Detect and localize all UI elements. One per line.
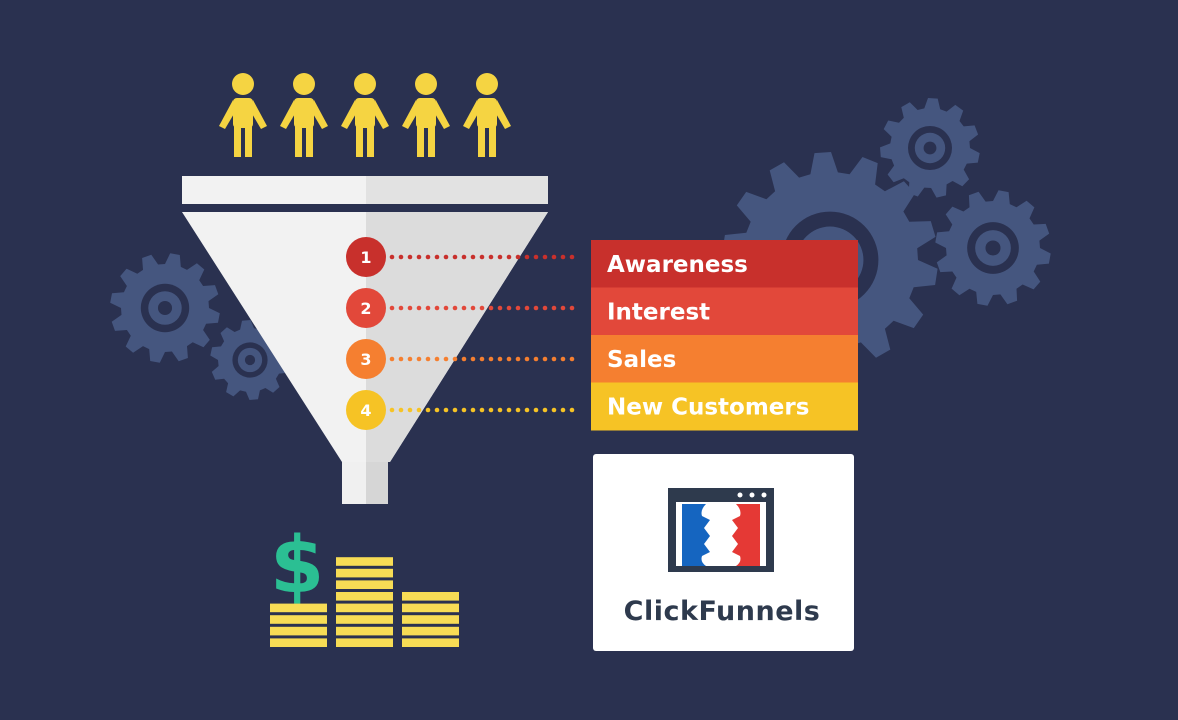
person-icon	[280, 73, 328, 157]
stage-label-bar	[591, 240, 858, 288]
stage-1: Awareness 1	[346, 237, 858, 288]
stage-4: New Customers 4	[346, 382, 858, 431]
person-icon	[219, 73, 267, 157]
coin	[336, 615, 393, 624]
funnel	[182, 176, 548, 504]
stage-number-badge	[346, 339, 386, 379]
stage-label-bar	[591, 382, 858, 431]
clickfunnels-logo-icon	[668, 488, 774, 572]
stage-number-badge	[346, 237, 386, 277]
dollar-icon: $	[270, 521, 324, 611]
coin-stack	[336, 557, 393, 647]
clickfunnels-card: ClickFunnels	[593, 454, 854, 651]
person-icon	[402, 73, 450, 157]
coin	[336, 592, 393, 601]
stage-number-badge	[346, 390, 386, 430]
gear-icon	[880, 98, 980, 198]
funnel-rim-shade	[366, 176, 548, 204]
coin	[402, 638, 459, 647]
coin	[270, 626, 327, 636]
coin	[336, 557, 393, 566]
stage-label: Sales	[607, 347, 676, 373]
coin	[270, 603, 327, 613]
coin	[336, 626, 393, 636]
stage-2: Interest 2	[346, 287, 858, 336]
gear-icon	[210, 320, 290, 400]
person-icon	[341, 73, 389, 157]
coin	[336, 568, 393, 578]
stage-number: 1	[360, 248, 371, 267]
coin-stacks	[270, 557, 459, 647]
coin	[402, 626, 459, 636]
funnel-body-shade	[366, 212, 548, 462]
coin	[336, 580, 393, 589]
stage-number: 3	[360, 350, 371, 369]
coin	[336, 638, 393, 647]
funnel-spout-shade	[366, 462, 388, 504]
coin	[402, 603, 459, 613]
stage-label-bar	[591, 287, 858, 336]
stage-number: 4	[360, 401, 371, 420]
gear-icon	[935, 190, 1051, 306]
coin	[336, 603, 393, 613]
stage-3: Sales 3	[346, 335, 858, 383]
person-icon	[463, 73, 511, 157]
stage-label: New Customers	[607, 395, 809, 421]
stage-label: Interest	[607, 300, 710, 326]
coin	[402, 592, 459, 601]
stage-label-bar	[591, 335, 858, 383]
money-stack: $	[270, 521, 459, 647]
stage-number-badge	[346, 288, 386, 328]
stage-number: 2	[360, 299, 371, 318]
coin	[270, 615, 327, 624]
coin-stack	[402, 592, 459, 647]
coin	[402, 615, 459, 624]
coin	[270, 638, 327, 647]
brand-name: ClickFunnels	[624, 596, 821, 627]
people-group	[219, 73, 511, 157]
gear-icon	[110, 253, 220, 363]
coin-stack	[270, 603, 327, 647]
stage-label: Awareness	[607, 252, 748, 278]
